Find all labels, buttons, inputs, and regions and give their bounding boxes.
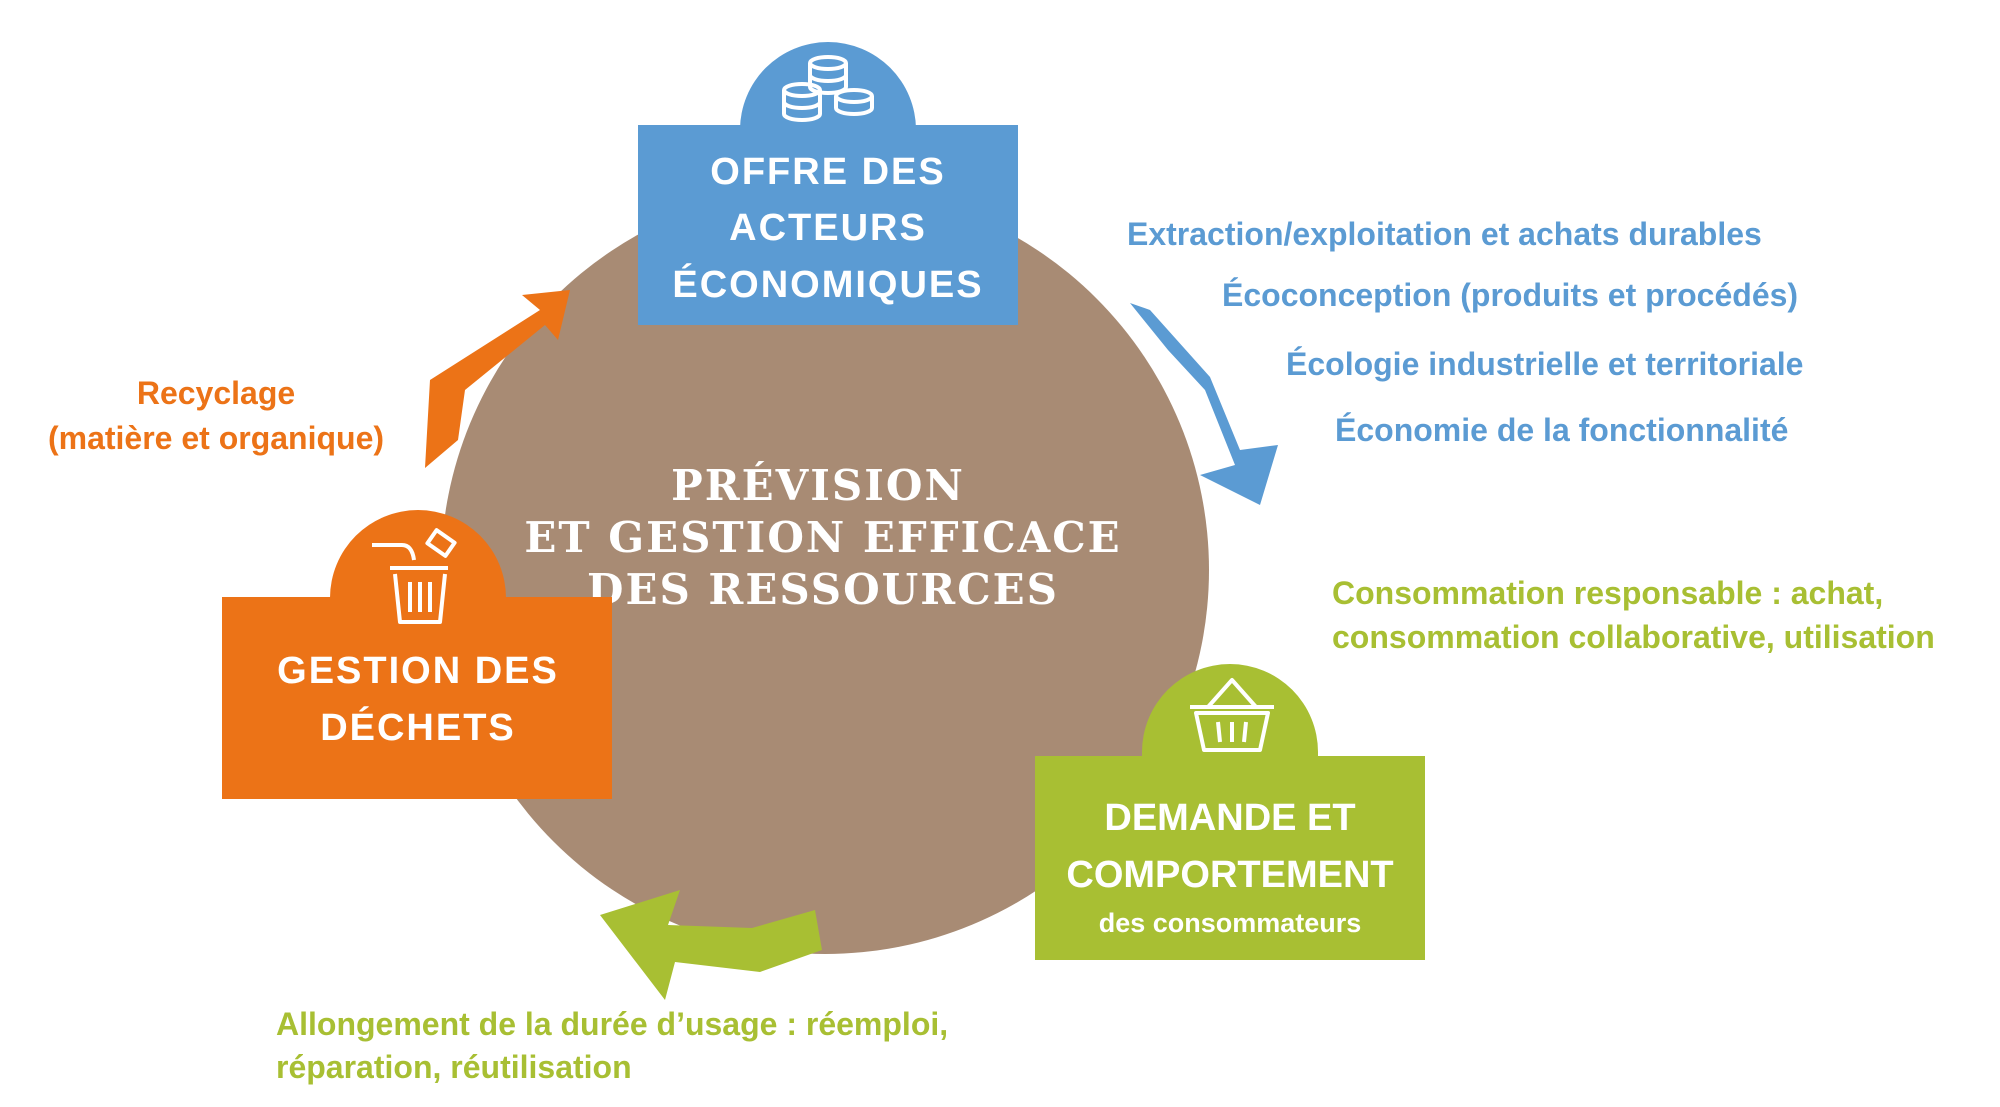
dechets-title-line-2: DÉCHETS xyxy=(320,705,516,749)
offre-block: OFFRE DES ACTEURS ÉCONOMIQUES xyxy=(638,42,1018,325)
offre-title-line-1: OFFRE DES xyxy=(710,151,945,193)
arrow-demande-to-dechets xyxy=(600,890,822,1000)
demande-title-line-1: DEMANDE ET xyxy=(1104,797,1355,839)
arrow-dechets-to-offre xyxy=(425,290,570,468)
dechets-title-line-1: GESTION DES xyxy=(277,650,559,692)
center-line-3: DES RESSOURCES xyxy=(587,565,1059,614)
demande-block: DEMANDE ET COMPORTEMENT des consommateur… xyxy=(1035,664,1425,960)
trash-bin-icon xyxy=(372,528,457,624)
allongement-line-2: réparation, réutilisation xyxy=(276,1049,632,1085)
demande-subtitle: des consommateurs xyxy=(1099,908,1362,938)
center-line-1: PRÉVISION xyxy=(671,460,965,510)
offre-action-4: Économie de la fonctionnalité xyxy=(1335,412,1788,448)
offre-action-1: Extraction/exploitation et achats durabl… xyxy=(1127,216,1762,252)
demande-action-2: consommation collaborative, utilisation xyxy=(1332,619,1935,655)
offre-title-line-3: ÉCONOMIQUES xyxy=(672,262,983,306)
center-circle xyxy=(441,186,1209,954)
center-line-2: ET GESTION EFFICACE xyxy=(524,513,1121,562)
offre-action-2: Écoconception (produits et procédés) xyxy=(1222,277,1798,313)
arrow-offre-to-demande xyxy=(1130,303,1278,505)
demande-action-1: Consommation responsable : achat, xyxy=(1332,575,1883,611)
dechets-box xyxy=(222,597,612,799)
offre-box xyxy=(638,125,1018,325)
offre-title-line-2: ACTEURS xyxy=(729,207,927,249)
recyclage-line-2: (matière et organique) xyxy=(48,420,384,456)
dechets-block: GESTION DES DÉCHETS xyxy=(222,510,612,799)
dechets-tab xyxy=(330,510,506,606)
demande-box xyxy=(1035,756,1425,960)
allongement-line-1: Allongement de la durée d’usage : réempl… xyxy=(276,1006,948,1042)
shopping-basket-icon xyxy=(1190,678,1274,752)
demande-title-line-2: COMPORTEMENT xyxy=(1066,854,1393,896)
recyclage-line-1: Recyclage xyxy=(137,375,295,411)
coins-stack-icon xyxy=(782,55,874,122)
offre-action-3: Écologie industrielle et territoriale xyxy=(1286,346,1803,382)
